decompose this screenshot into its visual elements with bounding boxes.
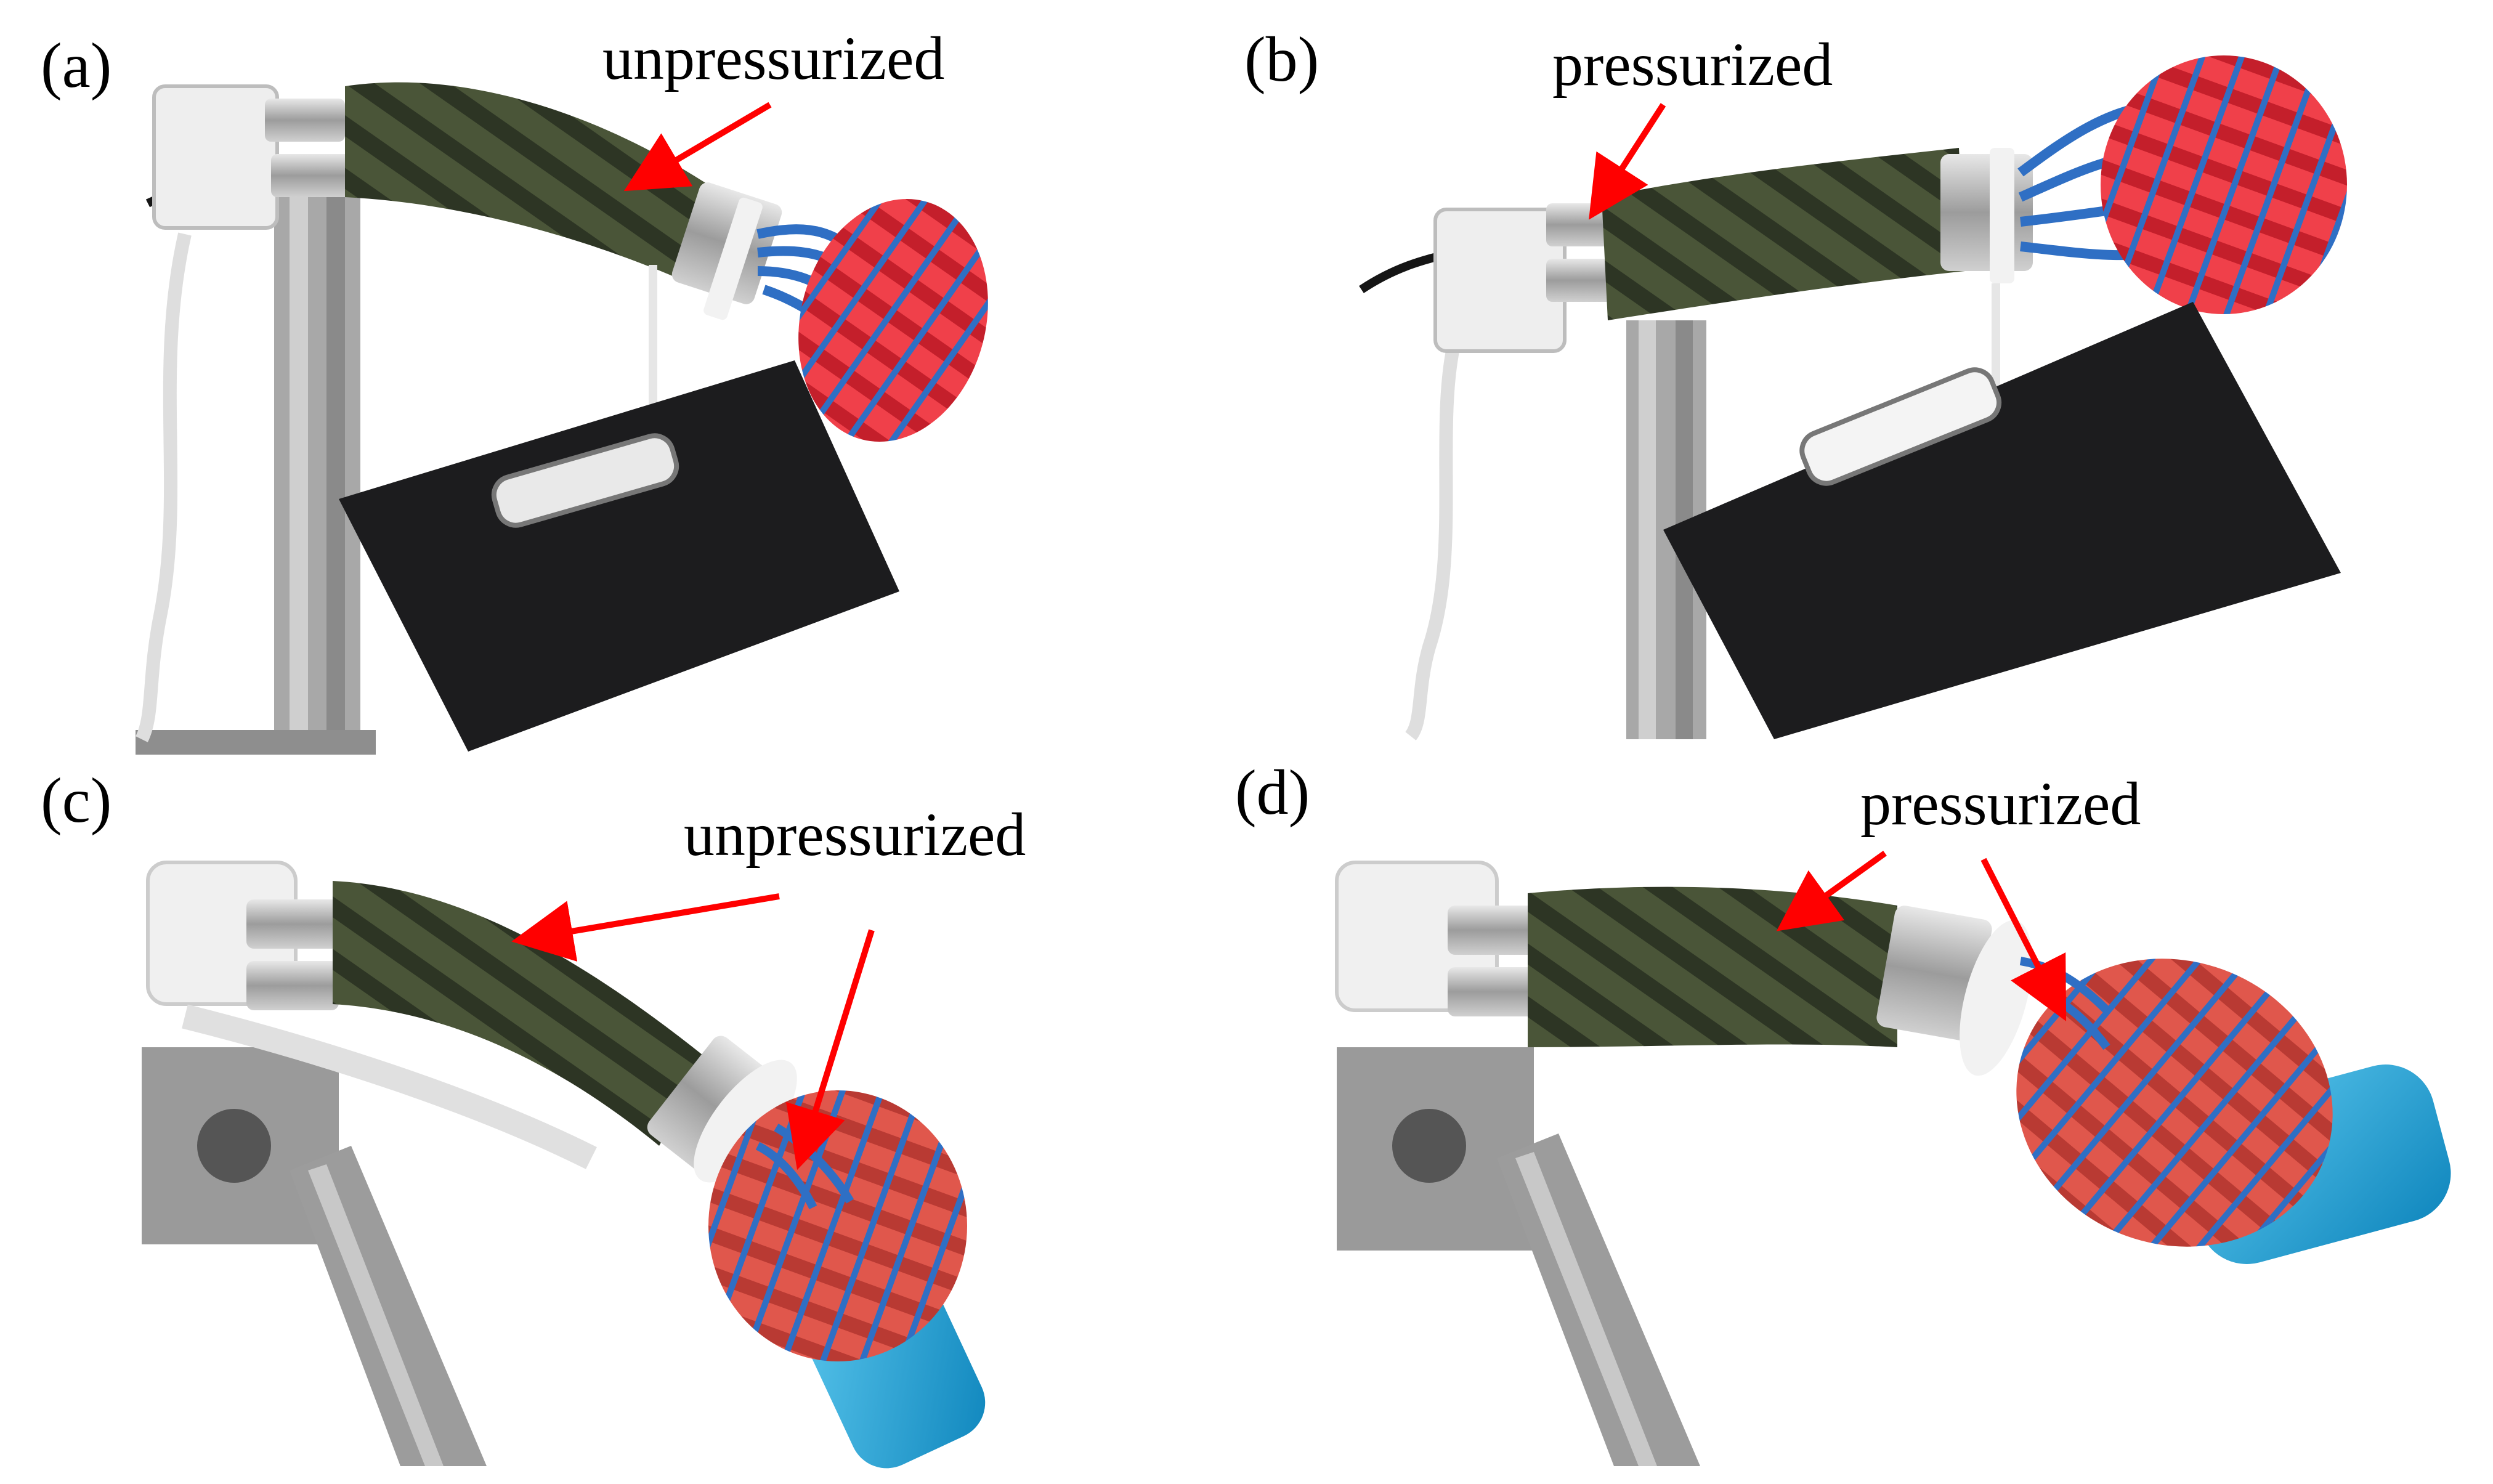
annotation-c: unpressurized [684, 800, 1026, 869]
black-plate [339, 360, 899, 752]
annotation-d: pressurized [1860, 769, 2141, 838]
braided-actuator [1602, 148, 1965, 320]
annotation-arrows [511, 102, 2067, 1170]
braided-actuator [1528, 886, 1897, 1047]
cable [135, 232, 192, 742]
annotation-b: pressurized [1552, 30, 1833, 99]
panel-b-photo [1355, 55, 2372, 740]
salmon-gripper-sleeve [708, 1090, 967, 1361]
arrow-d1 [1776, 850, 1887, 931]
panel-label-b: (b) [1244, 24, 1319, 95]
braided-actuator [345, 82, 708, 284]
end-connector [1940, 154, 2033, 271]
panel-d-photo [1331, 850, 2483, 1466]
red-gripper-sleeve [2101, 55, 2347, 314]
arrow-d2 [1980, 858, 2067, 1021]
mount-bracket [152, 84, 279, 230]
aluminum-frame-post [274, 197, 360, 752]
panel-label-c: (c) [41, 765, 112, 836]
black-plate [1663, 302, 2341, 739]
plate-handle [491, 433, 679, 528]
panel-label-d: (d) [1235, 757, 1310, 828]
arrow-b [1589, 103, 1666, 220]
red-gripper-sleeve [798, 198, 988, 442]
panel-c-photo [136, 850, 1097, 1469]
panel-a-photo [135, 74, 1060, 770]
arrow-a [623, 102, 772, 192]
arrow-c1 [511, 893, 780, 962]
arrow-c2 [785, 929, 875, 1170]
panel-label-a: (a) [41, 30, 112, 101]
annotation-a: unpressurized [602, 24, 945, 92]
braided-actuator [333, 881, 708, 1146]
plate-handle [1799, 367, 2002, 486]
mount-bracket [1433, 208, 1567, 353]
aluminum-frame-base [136, 730, 376, 755]
cable [1405, 343, 1461, 740]
